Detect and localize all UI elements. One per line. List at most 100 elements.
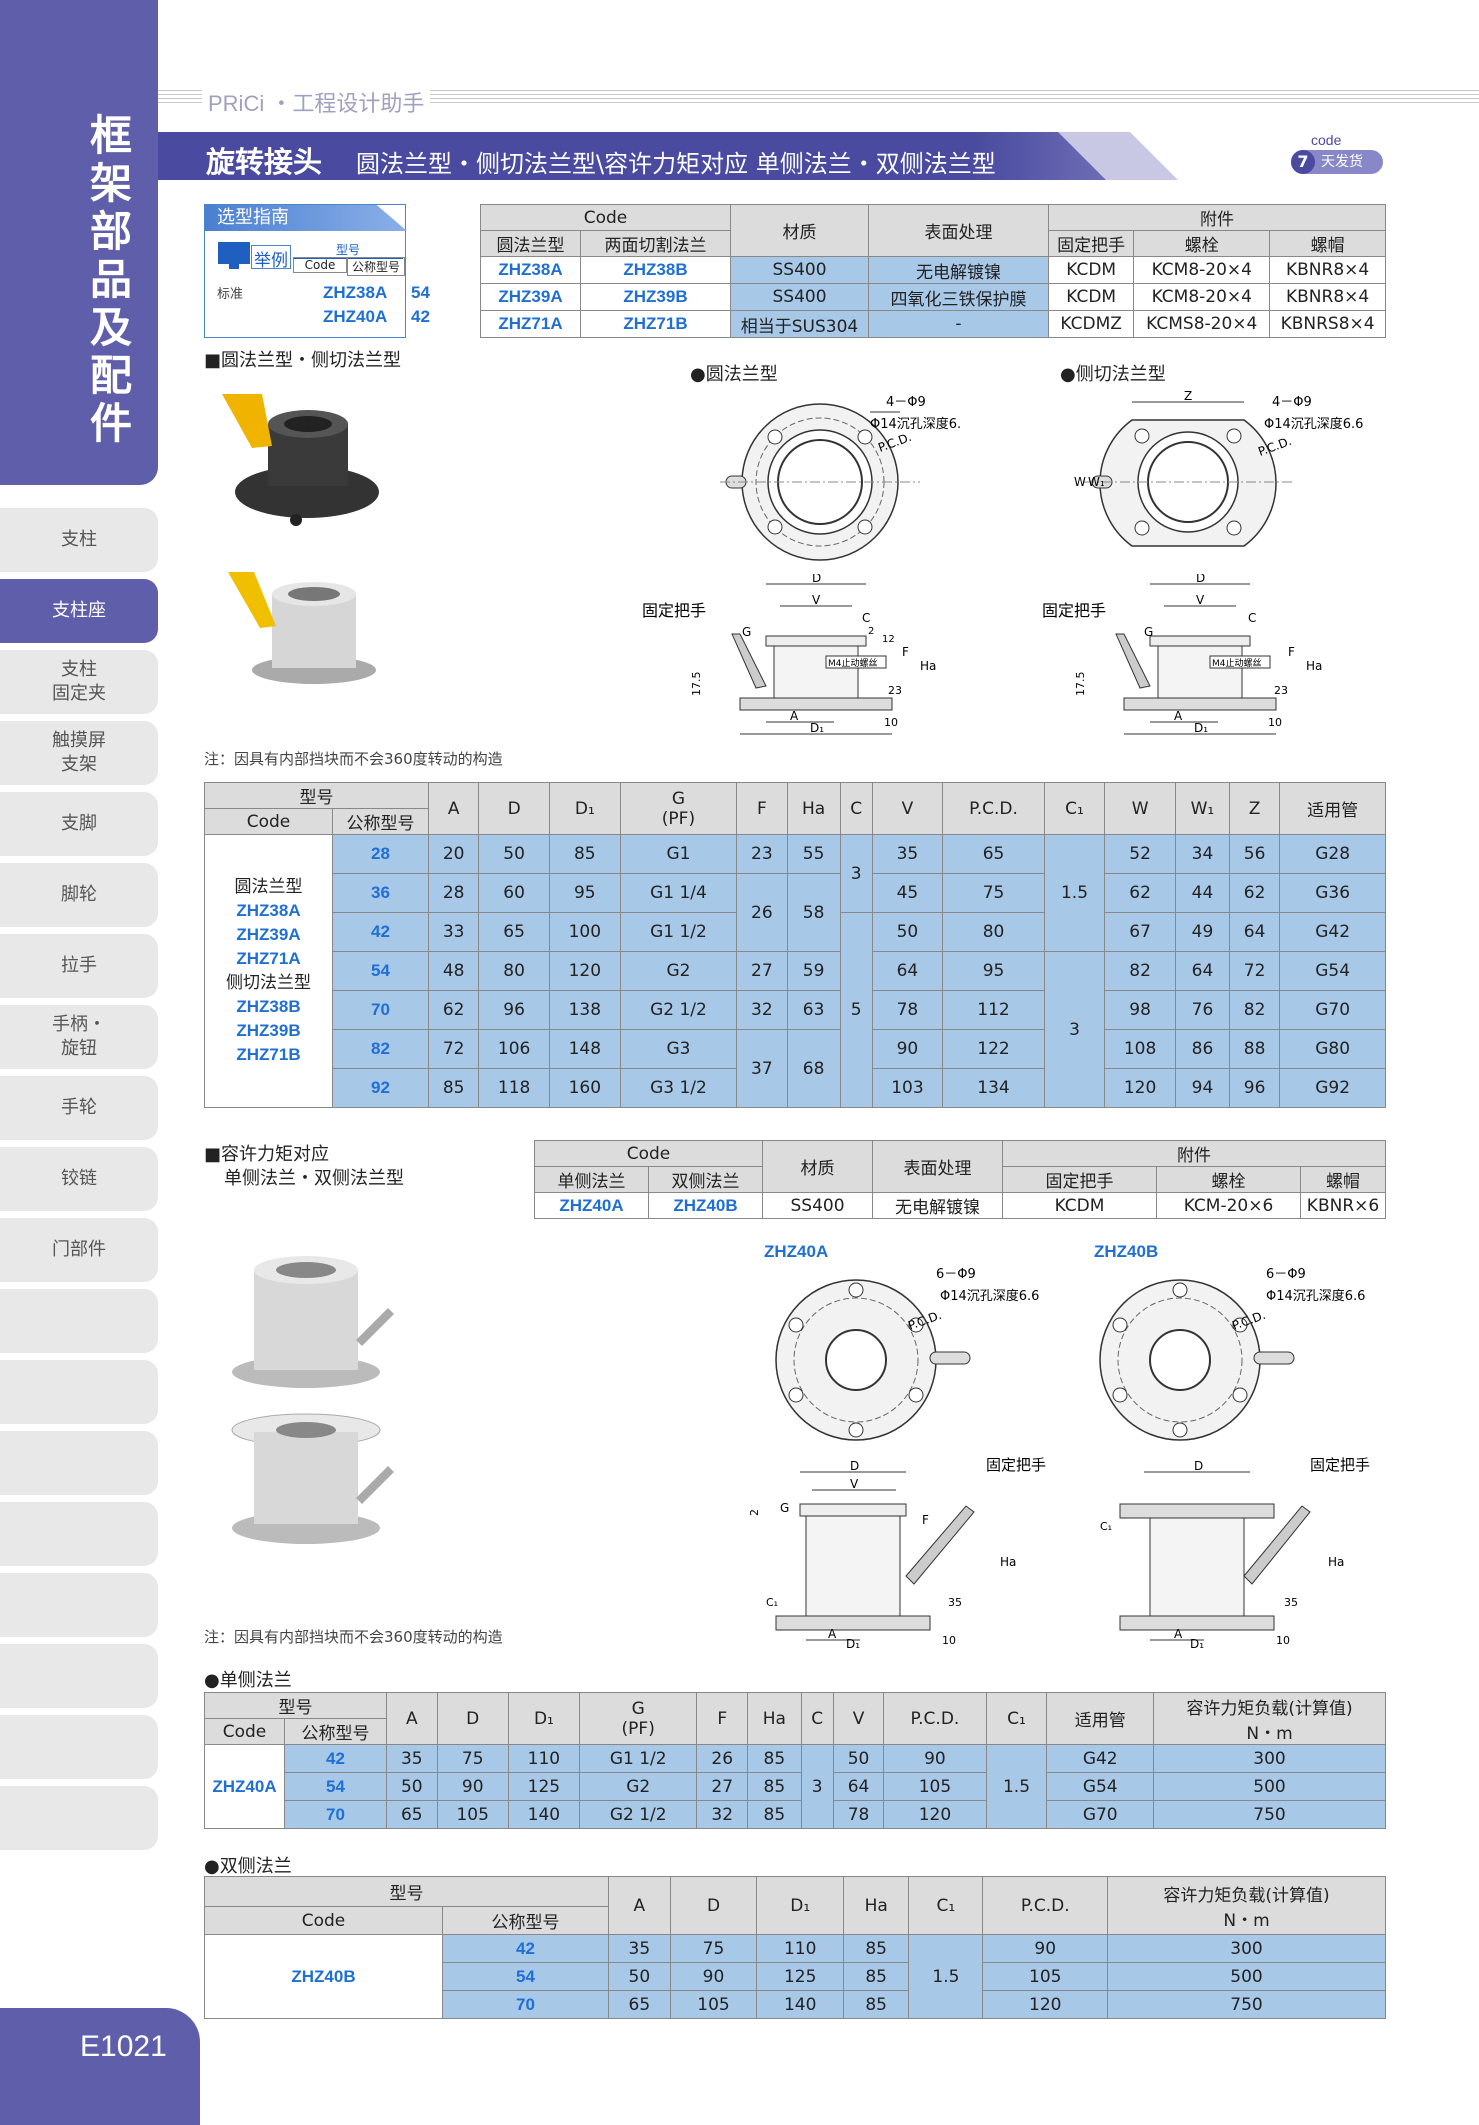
sidebar-item-11[interactable] [0, 1289, 158, 1353]
spec1-cell: KCDMZ [1047, 310, 1135, 338]
t1-pcd: 134 [942, 1068, 1045, 1108]
t1-cell: 72 [427, 1029, 480, 1069]
monitor-icon [218, 242, 250, 269]
spec2-h-acc: 附件 [1002, 1140, 1386, 1167]
t1-pcd: 112 [942, 990, 1045, 1030]
cut-m4-label: M4止动螺丝 [1212, 657, 1262, 669]
sidebar-item-12[interactable] [0, 1360, 158, 1424]
t1-nominal: 92 [332, 1068, 429, 1108]
sidebar-item-10[interactable]: 门部件 [0, 1218, 158, 1282]
single-d1-label: D₁ [846, 1637, 860, 1648]
spec1-h-cut: 两面切割法兰 [580, 230, 731, 257]
sidebar-header: 框架部品及配件 [0, 0, 158, 485]
section2-label-1: ■容许力矩对应 [204, 1144, 330, 1165]
dimension-table-2: 型号 A D D₁ G(PF) F Ha C V P.C.D. C₁ 适用管 容… [204, 1692, 1386, 1829]
dimension-table-1: 型号 A D D₁ G(PF) F Ha C V P.C.D. C₁ W W₁ … [204, 782, 1386, 1108]
sidebar-item-18[interactable] [0, 1786, 158, 1850]
section1-label: ■圆法兰型・侧切法兰型 [204, 350, 402, 371]
sidebar-item-1[interactable]: 支柱座 [0, 579, 158, 643]
t3-h-ha: Ha [843, 1876, 910, 1935]
spec1-h-handle: 固定把手 [1047, 230, 1135, 257]
t1-cell: 96 [478, 990, 550, 1030]
sidebar-item-5[interactable]: 脚轮 [0, 863, 158, 927]
t2-h-d: D [436, 1692, 509, 1745]
t3-nominal: 54 [442, 1962, 609, 1991]
sidebar-item-16[interactable] [0, 1644, 158, 1708]
t1-ha: 55 [786, 834, 841, 874]
t1-nominal: 42 [332, 912, 429, 952]
sidebar-title: 框架部品及配件 [89, 111, 132, 448]
sidebar-item-6[interactable]: 拉手 [0, 934, 158, 998]
t3-load: 750 [1107, 1990, 1386, 2019]
sidebar-item-13[interactable] [0, 1431, 158, 1495]
sidebar-item-2[interactable]: 支柱 固定夹 [0, 650, 158, 714]
spec2-cell-nut: KBNR×6 [1300, 1192, 1386, 1219]
selection-col-code: Code [293, 257, 347, 273]
t3-h-load-unit: N・m [1223, 1910, 1270, 1931]
t1-cell: G28 [1279, 834, 1386, 874]
t1-nominal: 82 [332, 1029, 429, 1069]
sidebar-item-8[interactable]: 手轮 [0, 1076, 158, 1140]
t3-h-a: A [608, 1876, 671, 1935]
t3-h-pcd: P.C.D. [982, 1876, 1108, 1935]
t1-cell: 62 [1104, 873, 1176, 913]
sidebar-item-17[interactable] [0, 1715, 158, 1779]
single-a-label: A [828, 1627, 837, 1641]
t3-c1-merged: 1.5 [908, 1934, 984, 2019]
round-flange-top-view: 4－Φ9 Φ14沉孔深度6.6 P.C.D. [720, 395, 960, 561]
sidebar: 框架部品及配件 支柱支柱座支柱 固定夹触摸屏 支架支脚脚轮拉手手柄・ 旋钮手轮铰… [0, 0, 200, 2125]
t2-cell: 85 [747, 1744, 802, 1773]
t1-pcd: 95 [942, 951, 1045, 991]
t2-v: 50 [832, 1744, 885, 1773]
selection-guide-title: 选型指南 [205, 205, 407, 231]
t1-h-nominal: 公称型号 [332, 808, 429, 835]
cut-10-label: 10 [1268, 716, 1282, 729]
t1-c1-merged: 3 [1043, 951, 1106, 1108]
standard-label: 标准 [217, 287, 244, 302]
brand-text: PRiCi ・工程设计助手 [202, 86, 431, 118]
t2-pipe: G70 [1046, 1800, 1154, 1829]
t1-ha: 59 [786, 951, 841, 991]
t1-cell: 52 [1104, 834, 1176, 874]
sidebar-item-0[interactable]: 支柱 [0, 508, 158, 572]
selection-col-nominal: 公称型号 [347, 257, 405, 276]
sidebar-item-3[interactable]: 触摸屏 支架 [0, 721, 158, 785]
t1-cell: 85 [427, 1068, 480, 1108]
sidebar-item-9[interactable]: 铰链 [0, 1147, 158, 1211]
double-d-label: D [1194, 1459, 1203, 1473]
t1-cell: 85 [548, 834, 621, 874]
example-label: 举例 [251, 245, 291, 271]
t3-nominal: 42 [442, 1934, 609, 1963]
t1-h-f: F [736, 782, 788, 835]
spec-table-2: Code 材质 表面处理 附件 单侧法兰 双侧法兰 固定把手 螺栓 螺帽 ZHZ… [534, 1140, 1386, 1219]
t1-code-2: ZHZ39A [236, 925, 301, 944]
t2-cell: 32 [696, 1800, 749, 1829]
spec1-cell: KBNR8×4 [1269, 283, 1386, 311]
cut-f-label: F [1288, 645, 1295, 659]
t3-h-c1: C₁ [908, 1876, 984, 1935]
sidebar-item-4[interactable]: 支脚 [0, 792, 158, 856]
t1-ha-merged: 58 [786, 873, 841, 952]
double-a-label: A [1174, 1627, 1183, 1641]
t1-code-5: ZHZ38B [236, 997, 301, 1016]
t2-h-c1: C₁ [985, 1692, 1048, 1745]
t1-ha: 63 [786, 990, 841, 1030]
t2-h-load-name: 容许力矩负载(计算值) [1186, 1698, 1353, 1719]
double-holes-text: 6－Φ9 [1266, 1267, 1306, 1282]
single-35-label: 35 [948, 1596, 962, 1609]
sidebar-item-15[interactable] [0, 1573, 158, 1637]
t2-pipe: G54 [1046, 1772, 1154, 1801]
spec2-cell-bolt: KCM-20×6 [1156, 1192, 1301, 1219]
sidebar-item-7[interactable]: 手柄・ 旋钮 [0, 1005, 158, 1069]
cut-flange-top-view: Z W W₁ 4－Φ9 Φ14沉孔深度6.6 P.C.D. [1074, 390, 1363, 547]
t1-v: 35 [871, 834, 944, 874]
cut-flange-photo [228, 572, 376, 684]
t1-f: 23 [736, 834, 788, 874]
double-handle-label: 固定把手 [1310, 1456, 1370, 1474]
sidebar-item-14[interactable] [0, 1502, 158, 1566]
t2-h-f: F [696, 1692, 749, 1745]
spec2-h-nut: 螺帽 [1300, 1166, 1386, 1193]
